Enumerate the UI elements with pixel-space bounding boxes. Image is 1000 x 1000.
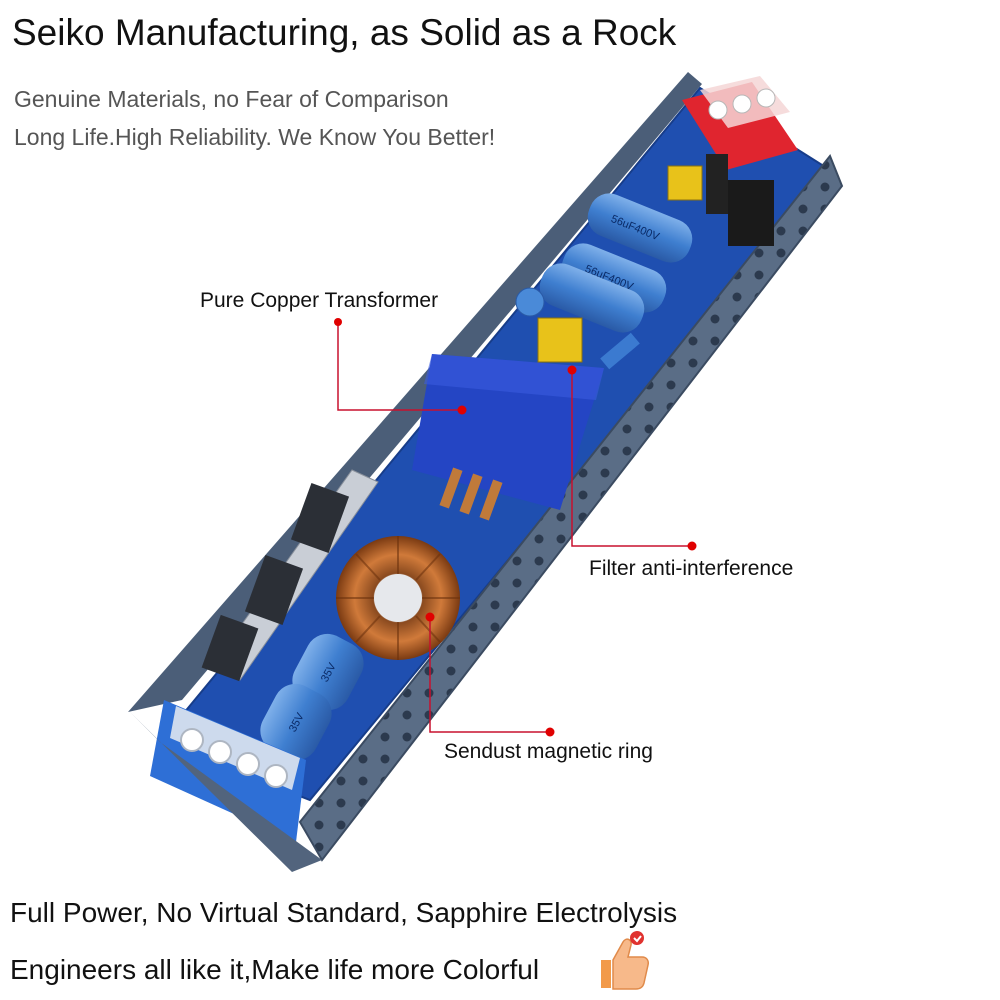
case-back-wall	[128, 72, 702, 712]
footer-line-1: Full Power, No Virtual Standard, Sapphir…	[10, 897, 678, 928]
callout-label-transformer: Pure Copper Transformer	[200, 289, 439, 312]
thumbs-up-icon	[601, 931, 649, 990]
electrolytic-capacitors-bottom: 35V 35V	[260, 633, 364, 761]
common-mode-choke	[706, 154, 728, 214]
subtitle-line-2: Long Life.High Reliability. We Know You …	[14, 124, 496, 150]
case-lip	[130, 712, 322, 872]
electrolytic-capacitors-top: 56uF400V 56uF400V	[539, 193, 693, 333]
red-terminal-block	[682, 76, 798, 170]
callout-ring	[425, 612, 555, 737]
small-capacitor	[515, 287, 545, 317]
callout-filter	[567, 365, 697, 551]
callout-label-filter: Filter anti-interference	[589, 557, 794, 580]
page-title: Seiko Manufacturing, as Solid as a Rock	[12, 12, 677, 53]
subtitle-line-1: Genuine Materials, no Fear of Comparison	[14, 86, 449, 112]
footer-line-2: Engineers all like it,Make life more Col…	[10, 954, 540, 985]
filter-capacitor-top	[667, 165, 703, 201]
callout-label-ring: Sendust magnetic ring	[444, 740, 653, 763]
heatsink	[201, 469, 379, 682]
black-capacitor	[728, 180, 774, 246]
blue-terminal-block	[150, 700, 306, 842]
resistor	[600, 332, 640, 370]
callout-transformer	[334, 318, 467, 415]
sendust-toroid	[336, 536, 460, 660]
filter-inductor-yellow	[537, 317, 583, 363]
transformer	[412, 354, 604, 521]
